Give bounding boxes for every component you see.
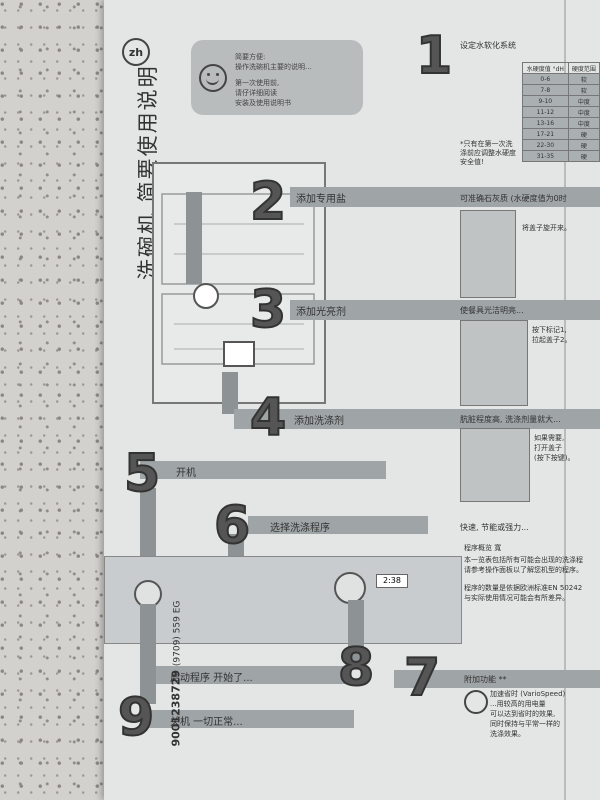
step-3-band: 添加光亮剂	[290, 300, 600, 320]
language-badge: zh	[122, 38, 150, 66]
right-header-6: 附加功能 **	[464, 675, 507, 684]
program-text-1: 本一览表包括所有可能会出现的洗涤程	[464, 556, 583, 564]
table-cell: 7-8	[522, 84, 569, 96]
extra-line-5: 洗涤效果。	[490, 730, 525, 738]
connector-pipe-5	[140, 488, 156, 570]
detergent-note-2: 打开盖子	[534, 444, 562, 452]
connector-pipe-9	[140, 604, 156, 704]
step-6-label: 选择洗涤程序	[270, 523, 330, 534]
table-cell: 软	[567, 84, 600, 96]
salt-note: 将盖子旋开来。	[522, 224, 571, 232]
info-box: 简要方便: 操作洗碗机主要的说明... 第一次使用前, 请仔详细阅读 安装及使用…	[191, 40, 363, 115]
step-8-number: 8	[337, 638, 375, 698]
step-4-band: 添加洗涤剂	[234, 409, 600, 429]
step-7-band	[394, 670, 600, 688]
right-header-3: 使餐具光洁明亮...	[460, 306, 524, 315]
step-7-number: 7	[403, 648, 441, 708]
detergent-illustration	[460, 428, 530, 502]
step-2-number: 2	[249, 172, 287, 232]
detergent-note-1: 如果需要,	[534, 434, 565, 442]
step-8-label: 启动程序 开始了...	[170, 673, 253, 684]
table-cell: 13-16	[522, 117, 569, 129]
connector-pipe-4	[222, 372, 238, 414]
document-code: 9001238729 (9709) 559 EG	[170, 547, 183, 747]
program-title: 程序概览 寬	[464, 544, 502, 552]
panel-display: 2:38	[376, 574, 408, 588]
step-3-label: 添加光亮剂	[296, 307, 346, 318]
step-9-band	[140, 710, 354, 728]
table-cell: 硬	[567, 139, 600, 151]
document-code-sub: (9709) 559 EG	[172, 600, 183, 667]
step-4-label: 添加洗涤剂	[294, 416, 344, 427]
info-line-2: 操作洗碗机主要的说明...	[235, 63, 312, 71]
right-header-4: 肮脏程度高, 洗涤剂量就大...	[460, 415, 561, 424]
hardness-note: *只有在第一次洗涤前应调整水硬度安全值!	[460, 140, 516, 166]
table-head-hardness: 水硬度值 °dH	[522, 62, 569, 74]
table-cell: 硬	[567, 150, 600, 162]
extra-line-3: 可以达到省时的效果,	[490, 710, 556, 718]
table-cell: 中度	[567, 106, 600, 118]
step-9-label: 关机 一切正常...	[170, 717, 243, 728]
rinse-note-2: 拉起盖子2。	[532, 336, 572, 344]
table-cell: 11-12	[522, 106, 569, 118]
table-cell: 软	[567, 73, 600, 85]
table-cell: 22-30	[522, 139, 569, 151]
extra-line-4: 同时保持与平常一样的	[490, 720, 560, 728]
info-line-5: 安装及使用说明书	[235, 99, 291, 107]
extra-line-2: ...用较高的用电量	[490, 700, 546, 708]
table-head-range: 硬度范围	[567, 62, 600, 74]
document-code-main: 9001238729	[169, 669, 183, 747]
extra-line-1: 加速省时 (VarioSpeed)	[490, 690, 566, 698]
step-6-band	[248, 516, 428, 534]
table-cell: 31-35	[522, 150, 569, 162]
right-header-1: 设定水软化系统	[460, 41, 516, 50]
right-header-5: 快速, 节能或强力...	[460, 523, 529, 532]
rinse-note-1: 按下标记1,	[532, 326, 567, 334]
salt-cap-illustration	[460, 210, 516, 298]
step-5-band	[140, 461, 386, 479]
step-3-number: 3	[249, 280, 287, 340]
connector-pipe-8	[348, 600, 364, 670]
page-fold	[564, 0, 566, 800]
step-5-number: 5	[123, 444, 161, 504]
table-cell: 0-6	[522, 73, 569, 85]
info-line-3: 第一次使用前,	[235, 79, 280, 87]
right-header-2: 可准确石灰质 (水硬度值为0时	[460, 194, 567, 203]
table-cell: 17-21	[522, 128, 569, 140]
control-panel-illustration	[104, 556, 462, 644]
rinse-aid-illustration	[460, 320, 528, 406]
program-text-2: 请参考操作面板以了解您机型的程序。	[464, 566, 583, 574]
step-2-label: 添加专用盐	[296, 194, 346, 205]
table-cell: 中度	[567, 95, 600, 107]
clock-icon	[464, 690, 488, 714]
program-text-4: 与实际使用情况可能会有所差异。	[464, 594, 569, 602]
table-cell: 硬	[567, 128, 600, 140]
step-1-number: 1	[415, 26, 453, 86]
step-8-band	[152, 666, 348, 684]
step-6-number: 6	[213, 496, 251, 556]
smiley-icon	[199, 64, 227, 92]
step-4-number: 4	[249, 388, 287, 448]
table-cell: 9-10	[522, 95, 569, 107]
info-line-1: 简要方便:	[235, 53, 266, 61]
step-9-number: 9	[117, 688, 155, 748]
step-5-label: 开机	[176, 468, 196, 479]
detergent-note-3: (按下按键)。	[534, 454, 575, 462]
table-cell: 中度	[567, 117, 600, 129]
step-2-band: 添加专用盐	[290, 187, 600, 207]
program-text-3: 程序的数量是依据欧洲标准EN 50242	[464, 584, 583, 592]
manual-sheet: 洗碗机 简要使用说明 zh 简要方便: 操作洗碗机主要的说明... 第一次使用前…	[104, 0, 600, 800]
connector-pipe-2	[186, 192, 202, 284]
info-line-4: 请仔详细阅读	[235, 89, 277, 97]
